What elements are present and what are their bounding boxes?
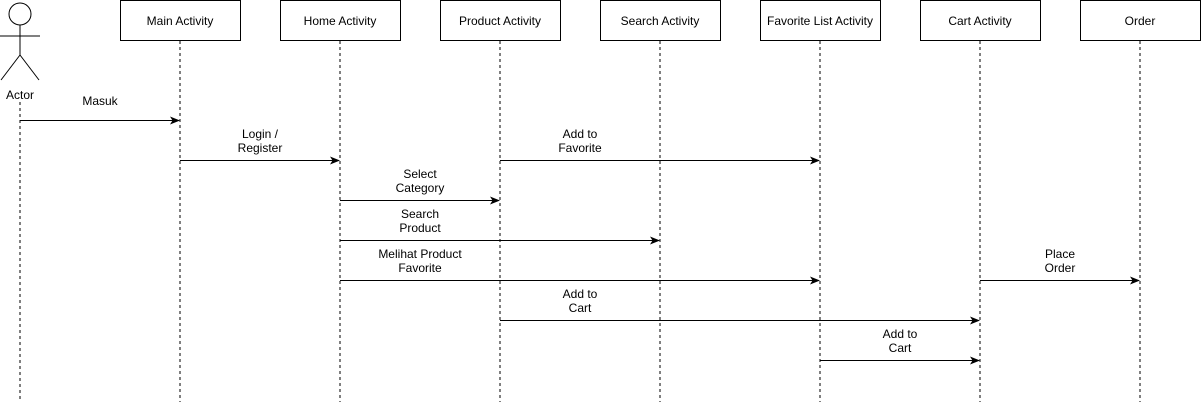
participant-box-order — [1080, 0, 1201, 41]
message-label-line-2: Cart — [889, 341, 912, 355]
message-label-line-2: Order — [1045, 261, 1076, 275]
participant-box-home — [280, 0, 401, 41]
participant-box-favorite — [760, 0, 881, 41]
message-select-category: Select Category — [340, 167, 500, 205]
message-label-line-1: Add to — [883, 327, 918, 341]
message-label-line-2: Favorite — [558, 141, 602, 155]
participant-home: Home Activity — [280, 0, 401, 402]
participant-box-product — [440, 0, 561, 41]
message-melihat-product-favorite: Melihat Product Favorite — [340, 247, 820, 285]
participant-order: Order — [1080, 0, 1201, 402]
message-label-line-2: Favorite — [398, 261, 442, 275]
message-label-line-2: Product — [399, 221, 441, 235]
participant-box-cart — [920, 0, 1041, 41]
message-search-product: Search Product — [340, 207, 660, 245]
message-add-to-favorite: Add to Favorite — [500, 127, 820, 165]
participant-label-product: Product Activity — [459, 14, 541, 28]
participant-main: Main Activity — [120, 0, 241, 402]
message-login-register: Login / Register — [180, 127, 340, 165]
message-label-line-1: Select — [403, 167, 437, 181]
participant-product: Product Activity — [440, 0, 561, 402]
actor-stick-figure-icon — [0, 2, 40, 81]
participant-favorite: Favorite List Activity — [760, 0, 881, 402]
participant-box-main — [120, 0, 241, 41]
participant-label-main: Main Activity — [147, 14, 214, 28]
message-label-line-1: Melihat Product — [378, 247, 462, 261]
message-add-to-cart-from-product: Add to Cart — [500, 287, 980, 325]
actor-label: Actor — [6, 88, 34, 102]
message-masuk: Masuk — [20, 94, 180, 125]
actor: Actor — [0, 2, 40, 402]
participant-label-home: Home Activity — [304, 14, 377, 28]
message-label-line-1: Add to — [563, 127, 598, 141]
message-label-line-1: Place — [1045, 247, 1075, 261]
message-label-line-1: Add to — [563, 287, 598, 301]
participant-box-search — [600, 0, 721, 41]
participant-label-favorite: Favorite List Activity — [767, 14, 873, 28]
message-label-line-2: Register — [238, 141, 283, 155]
message-label-line-2: Category — [396, 181, 445, 195]
message-label-line-1: Login / — [242, 127, 279, 141]
message-add-to-cart-from-favorite: Add to Cart — [820, 327, 980, 365]
message-place-order: Place Order — [980, 247, 1140, 285]
participant-cart: Cart Activity — [920, 0, 1041, 402]
message-label: Masuk — [82, 94, 118, 108]
message-label-line-1: Search — [401, 207, 439, 221]
message-label-line-2: Cart — [569, 301, 592, 315]
participant-label-search: Search Activity — [621, 14, 700, 28]
participant-label-cart: Cart Activity — [948, 14, 1011, 28]
participant-search: Search Activity — [600, 0, 721, 402]
participant-label-order: Order — [1125, 14, 1156, 28]
